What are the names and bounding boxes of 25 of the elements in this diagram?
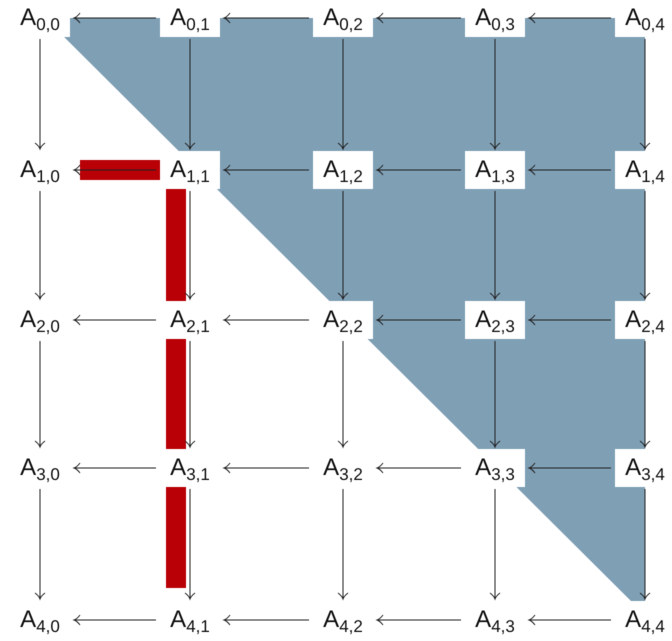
math-label: A$_{1,3}$: [467, 153, 523, 187]
math-label: A$_{3,4}$: [617, 451, 672, 485]
math-label: A$_{2,1}$: [162, 303, 218, 337]
math-label: A$_{2,0}$: [12, 303, 68, 337]
math-label: A$_{0,1}$: [162, 1, 218, 35]
math-label: A$_{2,2}$: [315, 303, 371, 337]
math-label: A$_{4,1}$: [162, 603, 218, 637]
math-label: A$_{4,4}$: [617, 603, 672, 637]
math-label: A$_{2,4}$: [617, 303, 672, 337]
math-label: A$_{4,3}$: [467, 603, 523, 637]
math-label: A$_{0,2}$: [315, 1, 371, 35]
math-label: A$_{1,0}$: [12, 153, 68, 187]
math-label: A$_{3,0}$: [12, 451, 68, 485]
math-label: A$_{1,2}$: [315, 153, 371, 187]
math-label: A$_{3,3}$: [467, 451, 523, 485]
math-label: A$_{1,1}$: [162, 153, 218, 187]
math-label: A$_{0,3}$: [467, 1, 523, 35]
math-label: A$_{0,0}$: [12, 1, 68, 35]
math-label: A$_{3,2}$: [315, 451, 371, 485]
math-label: A$_{1,4}$: [617, 153, 672, 187]
math-label: A$_{2,3}$: [467, 303, 523, 337]
math-label: A$_{3,1}$: [162, 451, 218, 485]
math-label: A$_{4,2}$: [315, 603, 371, 637]
math-label: A$_{0,4}$: [617, 1, 672, 35]
math-label: A$_{4,0}$: [12, 603, 68, 637]
